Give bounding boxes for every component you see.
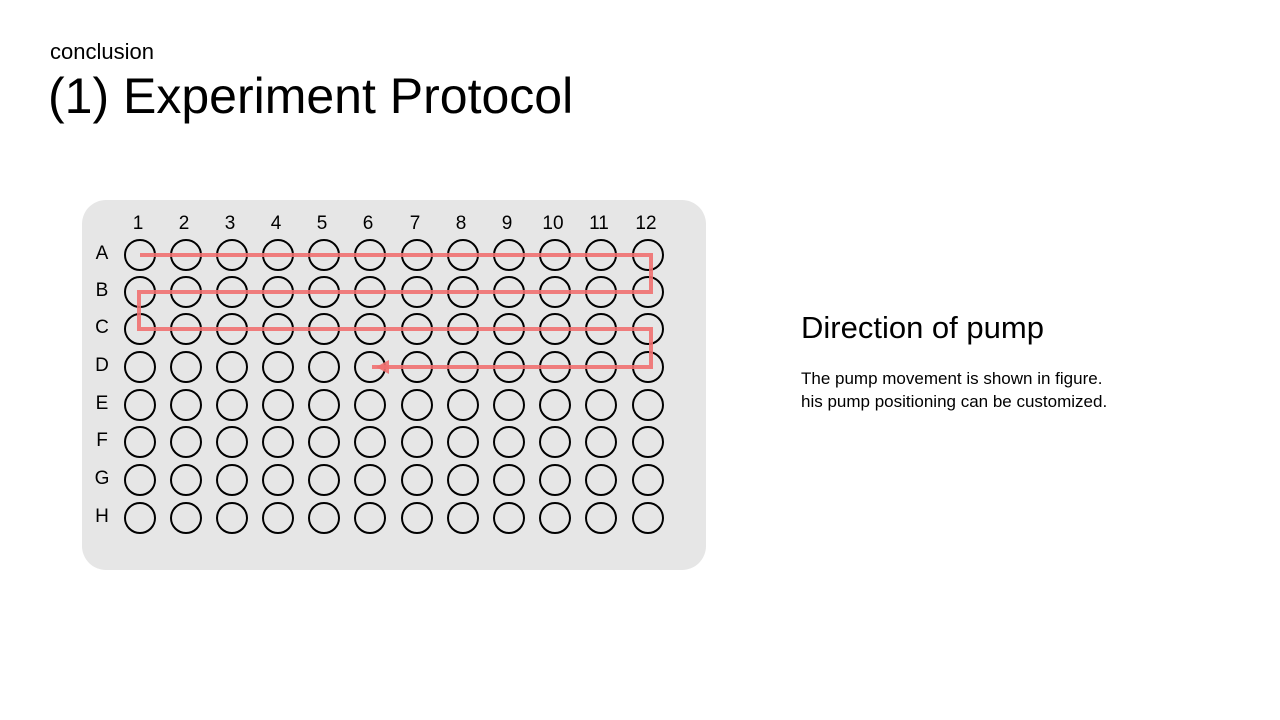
well-F6 xyxy=(354,426,386,458)
well-F2 xyxy=(170,426,202,458)
well-E9 xyxy=(493,389,525,421)
column-label-4: 4 xyxy=(271,213,282,234)
column-label-5: 5 xyxy=(317,213,328,234)
well-E5 xyxy=(308,389,340,421)
description-text: The pump movement is shown in figure. hi… xyxy=(801,367,1221,413)
column-label-11: 11 xyxy=(589,213,609,234)
well-H4 xyxy=(262,502,294,534)
well-E3 xyxy=(216,389,248,421)
well-E7 xyxy=(401,389,433,421)
column-label-3: 3 xyxy=(225,213,236,234)
description-line-2: his pump positioning can be customized. xyxy=(801,392,1108,411)
description-line-1: The pump movement is shown in figure. xyxy=(801,369,1103,388)
well-G6 xyxy=(354,464,386,496)
well-H8 xyxy=(447,502,479,534)
well-F12 xyxy=(632,426,664,458)
well-E6 xyxy=(354,389,386,421)
well-H3 xyxy=(216,502,248,534)
well-G2 xyxy=(170,464,202,496)
section-label: conclusion xyxy=(50,39,154,64)
well-F9 xyxy=(493,426,525,458)
well-E12 xyxy=(632,389,664,421)
well-H12 xyxy=(632,502,664,534)
column-label-12: 12 xyxy=(635,213,656,234)
well-G7 xyxy=(401,464,433,496)
pump-path-arrowhead xyxy=(376,360,389,374)
well-H1 xyxy=(124,502,156,534)
row-label-G: G xyxy=(95,468,110,489)
well-H5 xyxy=(308,502,340,534)
row-label-E: E xyxy=(96,393,109,414)
well-F7 xyxy=(401,426,433,458)
well-G4 xyxy=(262,464,294,496)
well-G3 xyxy=(216,464,248,496)
well-F3 xyxy=(216,426,248,458)
well-H9 xyxy=(493,502,525,534)
pump-path-line xyxy=(137,253,653,369)
row-label-A: A xyxy=(96,243,109,264)
well-D5 xyxy=(308,351,340,383)
column-label-9: 9 xyxy=(502,213,513,234)
well-G5 xyxy=(308,464,340,496)
well-D1 xyxy=(124,351,156,383)
well-F10 xyxy=(539,426,571,458)
well-D2 xyxy=(170,351,202,383)
well-H7 xyxy=(401,502,433,534)
well-G1 xyxy=(124,464,156,496)
well-F4 xyxy=(262,426,294,458)
well-F11 xyxy=(585,426,617,458)
well-E4 xyxy=(262,389,294,421)
well-E8 xyxy=(447,389,479,421)
column-label-2: 2 xyxy=(179,213,190,234)
row-label-F: F xyxy=(96,430,108,451)
column-label-7: 7 xyxy=(410,213,421,234)
well-D3 xyxy=(216,351,248,383)
row-label-H: H xyxy=(95,506,109,527)
well-H11 xyxy=(585,502,617,534)
well-H6 xyxy=(354,502,386,534)
well-E1 xyxy=(124,389,156,421)
well-F1 xyxy=(124,426,156,458)
description-panel: Direction of pump The pump movement is s… xyxy=(801,309,1221,413)
row-label-B: B xyxy=(96,280,109,301)
well-G10 xyxy=(539,464,571,496)
well-G8 xyxy=(447,464,479,496)
well-F8 xyxy=(447,426,479,458)
well-G12 xyxy=(632,464,664,496)
well-G9 xyxy=(493,464,525,496)
column-label-10: 10 xyxy=(542,213,563,234)
well-D4 xyxy=(262,351,294,383)
well-E11 xyxy=(585,389,617,421)
pump-path xyxy=(137,253,653,374)
well-E2 xyxy=(170,389,202,421)
well-G11 xyxy=(585,464,617,496)
description-heading: Direction of pump xyxy=(801,310,1044,345)
well-H10 xyxy=(539,502,571,534)
column-label-6: 6 xyxy=(363,213,374,234)
row-label-C: C xyxy=(95,317,109,338)
column-label-8: 8 xyxy=(456,213,467,234)
well-E10 xyxy=(539,389,571,421)
column-label-1: 1 xyxy=(133,213,144,234)
slide-title: (1) Experiment Protocol xyxy=(48,68,574,124)
well-H2 xyxy=(170,502,202,534)
row-label-D: D xyxy=(95,355,109,376)
well-F5 xyxy=(308,426,340,458)
